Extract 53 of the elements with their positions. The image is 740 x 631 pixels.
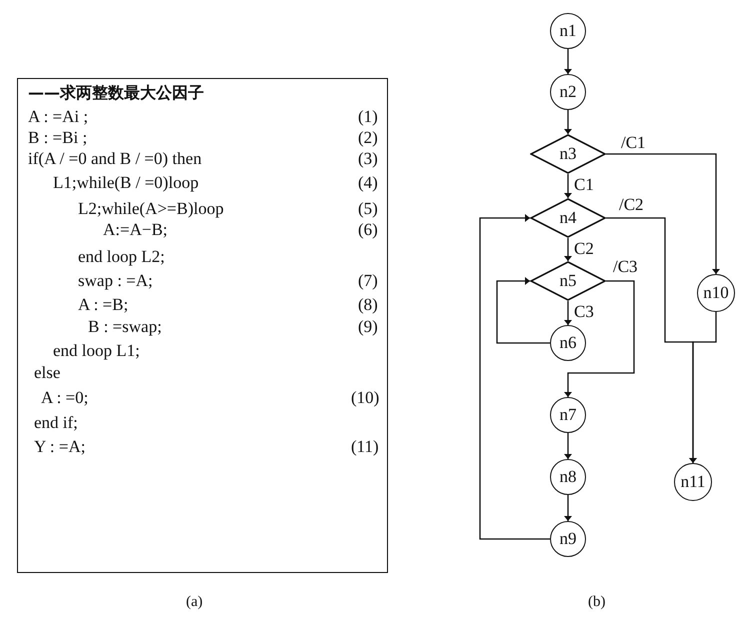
node-circle: n8	[550, 459, 586, 495]
node-circle: n2	[550, 74, 586, 110]
arrow	[479, 216, 550, 540]
code-line: B : =Bi ;	[28, 128, 88, 148]
arrow	[566, 433, 570, 459]
code-line: if(A / =0 and B / =0) then	[28, 149, 202, 169]
code-line: swap : =A;	[78, 271, 153, 291]
code-line: A : =Ai ;	[28, 107, 88, 127]
arrow	[566, 301, 570, 325]
code-line: Y : =A;	[34, 437, 86, 457]
code-line: L2;while(A>=B)loop	[78, 199, 224, 219]
node-circle: n10	[697, 274, 735, 312]
decision-diamond: n3	[530, 134, 606, 174]
code-line: A : =B;	[78, 295, 128, 315]
node-circle: n9	[550, 521, 586, 557]
node-circle: n7	[550, 397, 586, 433]
arrow	[566, 238, 570, 261]
arrow	[566, 495, 570, 521]
line-number: (3)	[358, 149, 378, 169]
arrow	[566, 110, 570, 134]
code-line: else	[34, 363, 60, 383]
node-circle: n6	[550, 325, 586, 361]
figure-caption: (a)	[186, 593, 203, 612]
arrow	[566, 174, 570, 198]
decision-diamond: n5	[530, 261, 606, 301]
line-number: (1)	[358, 107, 378, 127]
line-number: (4)	[358, 173, 378, 193]
code-line: B : =swap;	[88, 317, 162, 337]
arrow	[566, 49, 570, 74]
figure-caption: (b)	[588, 593, 606, 612]
node-circle: n1	[550, 13, 586, 49]
code-line: L1;while(B / =0)loop	[53, 173, 199, 193]
line-number: (8)	[358, 295, 378, 315]
heading: ——求两整数最大公因子	[28, 83, 204, 103]
decision-diamond: n4	[530, 198, 606, 238]
code-line: end loop L2;	[78, 247, 165, 267]
code-line: A : =0;	[41, 388, 88, 408]
line-number: (10)	[351, 388, 380, 408]
code-line: end loop L1;	[53, 341, 140, 361]
arrow	[606, 153, 718, 274]
code-panel	[17, 78, 388, 573]
arrow	[566, 280, 635, 397]
code-line: end if;	[34, 413, 78, 433]
code-line: A:=A−B;	[103, 220, 168, 240]
line-number: (5)	[358, 199, 378, 219]
arrow	[496, 278, 550, 344]
line-number: (11)	[351, 437, 379, 457]
arrow	[690, 312, 717, 463]
line-number: (2)	[358, 128, 378, 148]
line-number: (9)	[358, 317, 378, 337]
line-number: (6)	[358, 220, 378, 240]
node-circle: n11	[674, 463, 712, 501]
line-number: (7)	[358, 271, 378, 291]
